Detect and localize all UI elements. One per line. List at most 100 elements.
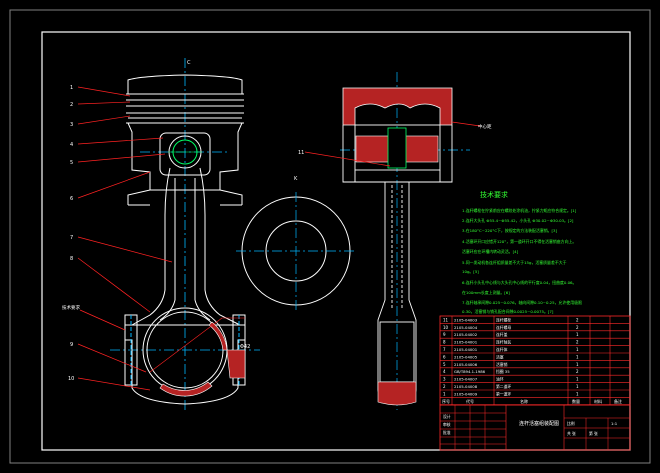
- parts-row-no: 8: [443, 340, 446, 345]
- parts-row-code: 2105-04002: [454, 332, 478, 337]
- parts-row-code: 2105-04007: [454, 377, 478, 382]
- tech-requirements: 技术要求 1.连杆螺栓在拧紧前应在螺纹处涂机油，拧紧力矩应符合规定。[1] 2.…: [462, 190, 582, 314]
- tech-req-line-5: 活塞环应在环槽内转动灵活。[4]: [462, 249, 519, 254]
- parts-row-no: 7: [443, 347, 446, 352]
- balloon-numbers: 1 2 3 4 5 6 7 8 9 10: [68, 85, 74, 382]
- parts-row-code: 2105-04005: [454, 354, 478, 359]
- approver-label: 批准: [443, 430, 451, 435]
- parts-row-code: 2105-04001: [454, 340, 478, 345]
- view-label-k: K: [294, 176, 298, 182]
- tech-req-line-11: 0.30，活塞销与销孔配合间隙0.0025~0.0075。[7]: [462, 309, 554, 314]
- tech-req-line-1: 1.连杆螺栓在拧紧前应在螺纹处涂机油，拧紧力矩应符合规定。[1]: [462, 208, 577, 213]
- parts-row-code: GB/T894.1-1986: [454, 369, 486, 374]
- drawing-frame: [9, 9, 651, 464]
- parts-row-code: 2105-04001: [454, 347, 478, 352]
- sheet-label: 共 张: [567, 431, 576, 436]
- piston: [126, 74, 244, 206]
- parts-header-cell: 材料: [594, 398, 602, 404]
- parts-row-name: 第一道环: [496, 391, 511, 396]
- parts-row-name: 连杆体: [496, 347, 508, 352]
- parts-header-cell: 数量: [572, 398, 580, 404]
- tech-req-line-7: 10g。[5]: [462, 269, 479, 274]
- balloon-1: 1: [70, 85, 73, 91]
- parts-row-code: 2105-04009: [454, 391, 478, 396]
- parts-row-qty: 1: [576, 354, 579, 359]
- big-end-dimension: [149, 317, 245, 373]
- parts-row-no: 10: [443, 325, 449, 330]
- balloon-leaders: [77, 86, 173, 391]
- parts-row-qty: 1: [576, 332, 579, 337]
- parts-row-qty: 1: [576, 377, 579, 382]
- front-view-assembly: Φ42 C: [110, 58, 260, 410]
- balloon-10: 10: [68, 376, 74, 382]
- parts-row-qty: 2: [576, 325, 579, 330]
- parts-row-name: 活塞: [496, 354, 504, 359]
- sheet2-label: 第 张: [589, 431, 598, 436]
- parts-row-name: 活塞销: [496, 362, 508, 367]
- tech-req-line-6: 5.同一发动机各连杆组质量差不大于15g，活塞质量差不大于: [462, 260, 567, 265]
- left-leader-note: 技术要求: [62, 304, 80, 311]
- tech-req-line-8: 6.连杆小头孔中心线与大头孔中心线的平行度0.04，扭曲度0.06。: [462, 280, 576, 285]
- balloon-6: 6: [70, 196, 73, 202]
- callout-11: 11: [298, 150, 304, 156]
- parts-row-qty: 2: [576, 369, 579, 374]
- balloon-3: 3: [70, 122, 73, 128]
- parts-header-cell: 代号: [466, 398, 474, 404]
- checker-label: 审核: [443, 422, 451, 427]
- parts-row-name: 连杆螺母: [496, 325, 511, 330]
- parts-row-qty: 1: [576, 384, 579, 389]
- parts-row-no: 9: [443, 332, 446, 337]
- parts-row-no: 3: [443, 377, 446, 382]
- parts-row-no: 6: [443, 354, 446, 359]
- parts-row-qty: 1: [576, 347, 579, 352]
- parts-row-no: 2: [443, 384, 446, 389]
- parts-row-no: 1: [443, 391, 446, 396]
- parts-row-name: 第二道环: [496, 384, 511, 389]
- parts-row-name: 挡圈 35: [496, 369, 510, 374]
- tech-req-line-9: 在100mm长度上测量。[6]: [462, 290, 510, 295]
- parts-row-no: 5: [443, 362, 446, 367]
- scale-value: 1:1: [611, 421, 618, 426]
- parts-row-name: 连杆螺栓: [496, 317, 511, 322]
- parts-row-qty: 1: [576, 362, 579, 367]
- parts-row-code: 2105-04006: [454, 362, 478, 367]
- piston-section: [342, 87, 453, 126]
- parts-header-cell: 备注: [614, 398, 622, 404]
- section-note: Φ42: [240, 344, 250, 350]
- balloon-8: 8: [70, 256, 73, 262]
- balloon-4: 4: [70, 142, 73, 148]
- parts-row-code: 2105-04004: [454, 325, 478, 330]
- parts-row-qty: 2: [576, 317, 579, 322]
- parts-header-cell: 名称: [520, 398, 528, 404]
- parts-row-name: 连杆轴瓦: [496, 340, 511, 345]
- parts-row-qty: 1: [576, 391, 579, 396]
- tech-req-line-10: 7.连杆轴承间隙0.025~0.076，轴向间隙0.10~0.25，允许使用极限: [462, 300, 582, 305]
- bearing-shell-section: [159, 321, 246, 397]
- parts-row-code: 2105-04003: [454, 317, 478, 322]
- tech-req-line-3: 3.在180°C~220°C下，按规定的方法装配活塞销。[3]: [462, 228, 557, 233]
- right-leader-note: 中心距: [478, 123, 492, 130]
- tech-req-heading: 技术要求: [480, 190, 508, 199]
- tech-req-line-4: 4.活塞环开口应错开120°，第一道环开口不得在活塞销座方向上。: [462, 239, 576, 244]
- balloon-5: 5: [70, 160, 73, 166]
- balloon-9: 9: [70, 342, 73, 348]
- title-block-border: [439, 404, 631, 451]
- axis-mark-c: C: [187, 60, 191, 66]
- parts-row-no: 11: [443, 317, 449, 322]
- parts-row-name: 连杆盖: [496, 332, 508, 337]
- side-section-view: 11 中心距: [298, 72, 492, 410]
- parts-header-cell: 序号: [442, 398, 450, 404]
- balloon-2: 2: [70, 102, 73, 108]
- big-end-section: [377, 381, 417, 406]
- parts-row-code: 2105-04008: [454, 384, 478, 389]
- parts-row-no: 4: [443, 369, 446, 374]
- tech-req-line-2: 2.连杆大头孔 Φ55.4~Φ55.42，小头孔 Φ30.02~Φ30.03。[…: [462, 218, 574, 223]
- parts-row-name: 油环: [496, 377, 504, 382]
- scale-label: 比例: [567, 421, 575, 426]
- drawing-title: 连杆活塞组装配图: [519, 420, 559, 427]
- designer-label: 设计: [443, 414, 451, 419]
- parts-row-qty: 2: [576, 340, 579, 345]
